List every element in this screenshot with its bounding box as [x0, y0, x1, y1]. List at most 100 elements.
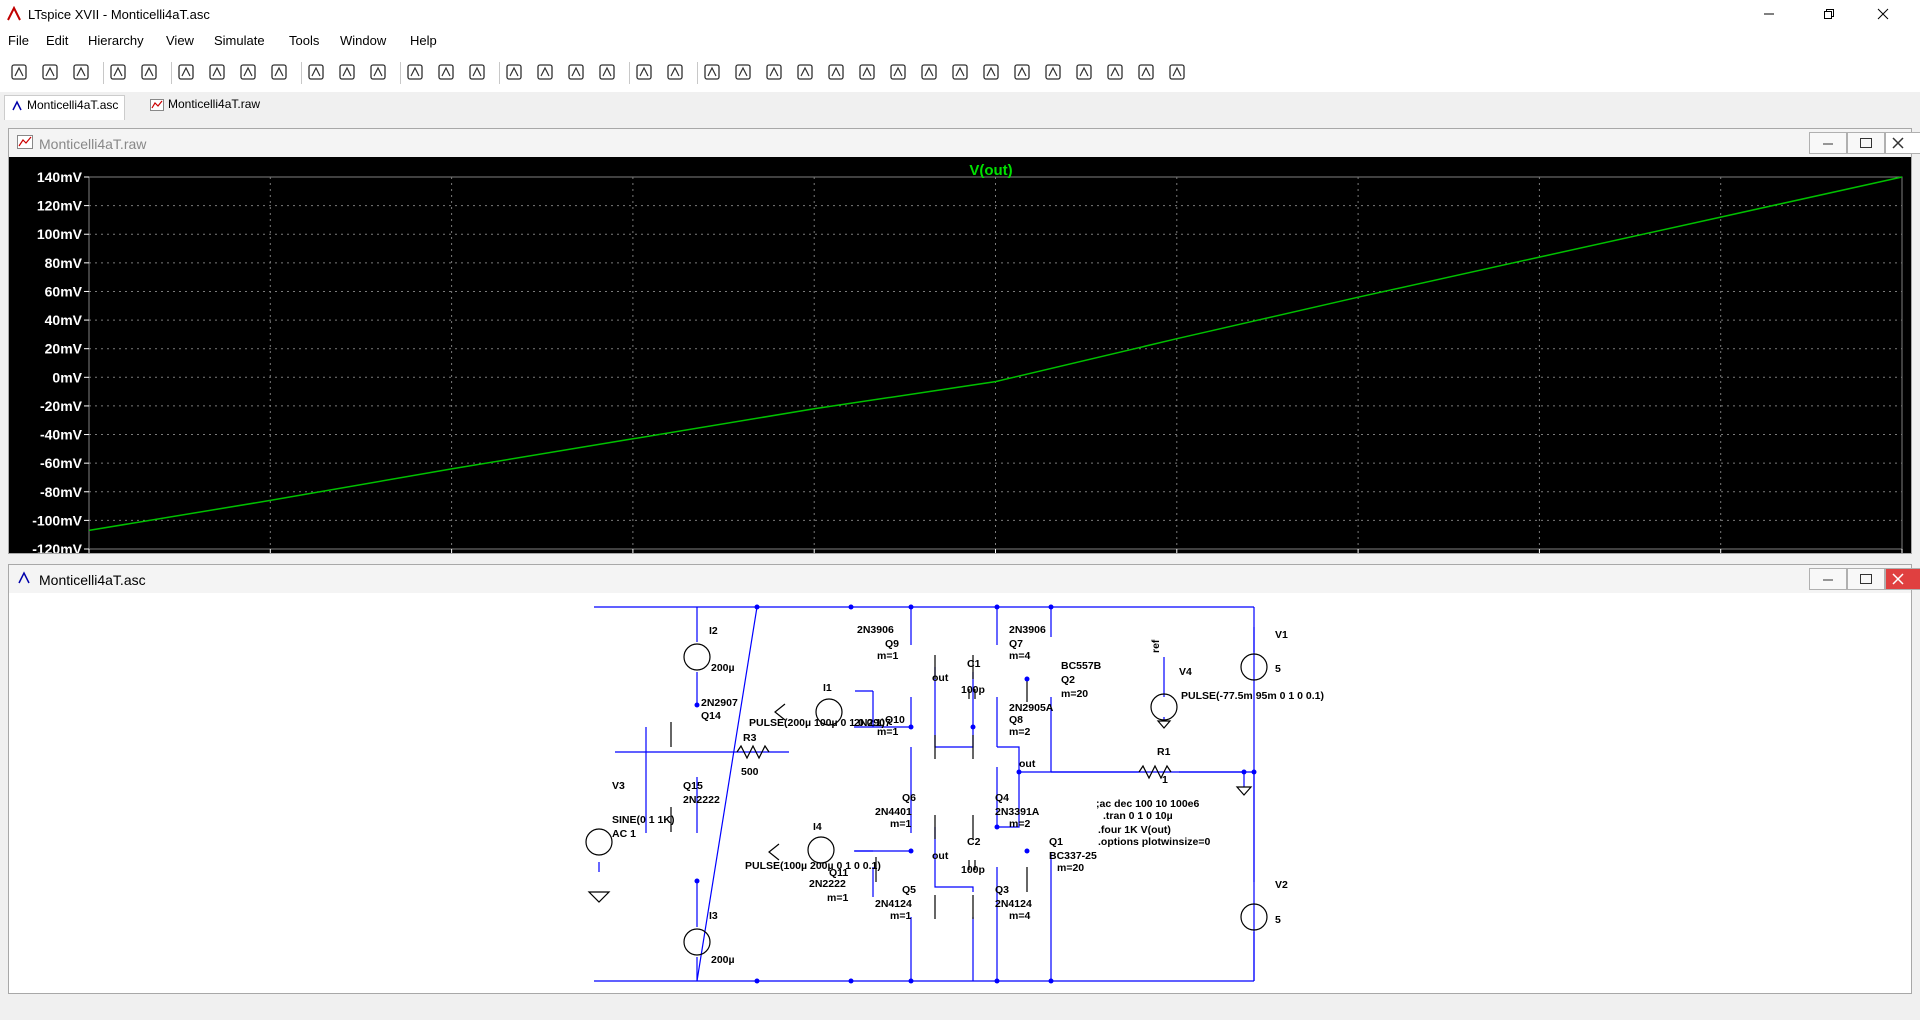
schematic-label[interactable]: Q3	[995, 884, 1009, 896]
schematic-label[interactable]: m=1	[827, 892, 848, 904]
schematic-label[interactable]: I4	[813, 821, 822, 833]
schematic-label[interactable]: 2N2905A	[1009, 702, 1054, 714]
minimize-button[interactable]	[1746, 0, 1792, 30]
control-panel-button[interactable]	[107, 61, 131, 85]
waveform-plot[interactable]: 140mV120mV100mV80mV60mV40mV20mV0mV-20mV-…	[9, 157, 1911, 553]
schematic-label[interactable]: 100p	[961, 864, 985, 876]
grid-button[interactable]	[367, 61, 391, 85]
schematic-label[interactable]: I2	[709, 625, 718, 637]
schematic-label[interactable]: Q2	[1061, 674, 1075, 686]
schematic-label[interactable]: 2N4124	[875, 898, 912, 910]
schematic-label[interactable]: I1	[823, 682, 832, 694]
schematic-label[interactable]: 200µ	[711, 954, 735, 966]
schematic-label[interactable]: PULSE(200µ 100µ 0 1 0 0.1)	[749, 717, 885, 729]
undo-button[interactable]	[1011, 61, 1035, 85]
run-button[interactable]	[8, 61, 32, 85]
schematic-label[interactable]: Q5	[902, 884, 916, 896]
schematic-label[interactable]: 2N3391A	[995, 806, 1040, 818]
schematic-label[interactable]: m=1	[890, 818, 911, 830]
schematic-label[interactable]: m=1	[877, 650, 898, 662]
schematic-label[interactable]: Q9	[885, 638, 899, 650]
schematic-label[interactable]: Q4	[995, 792, 1009, 804]
schematic-label[interactable]: m=2	[1009, 726, 1030, 738]
schematic-label[interactable]: BC557B	[1061, 660, 1102, 672]
schematic-label[interactable]: 2N2222	[809, 878, 846, 890]
schematic-label[interactable]: 1	[1162, 774, 1168, 786]
tile-horizontal-button[interactable]	[404, 61, 428, 85]
schematic-label[interactable]: Q1	[1049, 836, 1063, 848]
diode-button[interactable]	[887, 61, 911, 85]
schematic-label[interactable]: Q7	[1009, 638, 1023, 650]
ground-button[interactable]	[732, 61, 756, 85]
schematic-label[interactable]: R3	[743, 732, 757, 744]
print-preview-button[interactable]	[664, 61, 688, 85]
schematic-label[interactable]: PULSE(-77.5m 95m 0 1 0 0.1)	[1181, 690, 1324, 702]
schematic-label[interactable]: V2	[1275, 879, 1288, 891]
schematic-label[interactable]: out	[932, 850, 949, 862]
open-button[interactable]	[39, 61, 63, 85]
zoom-in-button[interactable]	[206, 61, 230, 85]
schematic-label[interactable]: m=1	[890, 910, 911, 922]
zoom-out-button[interactable]	[268, 61, 292, 85]
halt-button[interactable]	[138, 61, 162, 85]
tile-vertical-button[interactable]	[466, 61, 490, 85]
draw-wire-button[interactable]	[701, 61, 725, 85]
schematic-label[interactable]: R1	[1157, 746, 1171, 758]
schematic-label[interactable]: out	[1019, 758, 1036, 770]
plot-close-button[interactable]	[1885, 132, 1920, 154]
schematic-label[interactable]: .four 1K V(out)	[1098, 824, 1171, 836]
schematic-label[interactable]: 500	[741, 766, 759, 778]
schematic-label[interactable]: Q8	[1009, 714, 1023, 726]
inductor-button[interactable]	[856, 61, 880, 85]
cut-button[interactable]	[503, 61, 527, 85]
menu-window[interactable]: Window	[340, 33, 387, 48]
schematic-minimize-button[interactable]	[1809, 568, 1847, 590]
text-button[interactable]	[1135, 61, 1159, 85]
schematic-label[interactable]: .options plotwinsize=0	[1098, 836, 1210, 848]
schematic-label[interactable]: ;ac dec 100 10 100e6	[1096, 798, 1199, 810]
pan-button[interactable]	[175, 61, 199, 85]
schematic-close-button[interactable]	[1885, 568, 1920, 590]
schematic-label[interactable]: Q14	[701, 710, 721, 722]
schematic-label[interactable]: 2N3906	[1009, 624, 1046, 636]
schematic-label[interactable]: 2N4124	[995, 898, 1032, 910]
capacitor-button[interactable]	[825, 61, 849, 85]
schematic-label[interactable]: 2N2222	[683, 794, 720, 806]
schematic-label[interactable]: m=4	[1009, 650, 1030, 662]
spice-directive-button[interactable]	[1166, 61, 1190, 85]
restore-button[interactable]	[1806, 0, 1852, 30]
menu-simulate[interactable]: Simulate	[214, 33, 265, 48]
redo-button[interactable]	[1042, 61, 1066, 85]
schematic-label[interactable]: 2N3906	[857, 624, 894, 636]
schematic-label[interactable]: m=2	[1009, 818, 1030, 830]
close-button[interactable]	[1860, 0, 1906, 30]
schematic-label[interactable]: V1	[1275, 629, 1288, 641]
copy-button[interactable]	[534, 61, 558, 85]
schematic-label[interactable]: out	[932, 672, 949, 684]
print-button[interactable]	[633, 61, 657, 85]
schematic-label[interactable]: 2N2907	[701, 697, 738, 709]
menu-help[interactable]: Help	[410, 33, 437, 48]
move-button[interactable]	[949, 61, 973, 85]
schematic-label[interactable]: 5	[1275, 663, 1281, 675]
component-button[interactable]	[918, 61, 942, 85]
tab-schematic[interactable]: Monticelli4aT.asc	[4, 95, 126, 120]
resistor-button[interactable]	[794, 61, 818, 85]
schematic-label[interactable]: m=20	[1061, 688, 1088, 700]
schematic-label[interactable]: PULSE(100µ 200µ 0 1 0 0.1)	[745, 860, 881, 872]
schematic-label[interactable]: m=1	[877, 726, 898, 738]
menu-view[interactable]: View	[166, 33, 194, 48]
schematic-label[interactable]: 100p	[961, 684, 985, 696]
schematic-label[interactable]: Q6	[902, 792, 916, 804]
trace-label[interactable]: V(out)	[969, 162, 1012, 179]
schematic-label[interactable]: m=4	[1009, 910, 1030, 922]
menu-hierarchy[interactable]: Hierarchy	[88, 33, 144, 48]
cascade-button[interactable]	[435, 61, 459, 85]
autorange-button[interactable]	[336, 61, 360, 85]
schematic-label[interactable]: 5	[1275, 914, 1281, 926]
label-net-button[interactable]	[763, 61, 787, 85]
plot-minimize-button[interactable]	[1809, 132, 1847, 154]
zoom-fit-button[interactable]	[305, 61, 329, 85]
schematic-label[interactable]: V3	[612, 780, 625, 792]
schematic-label[interactable]: C1	[967, 658, 981, 670]
